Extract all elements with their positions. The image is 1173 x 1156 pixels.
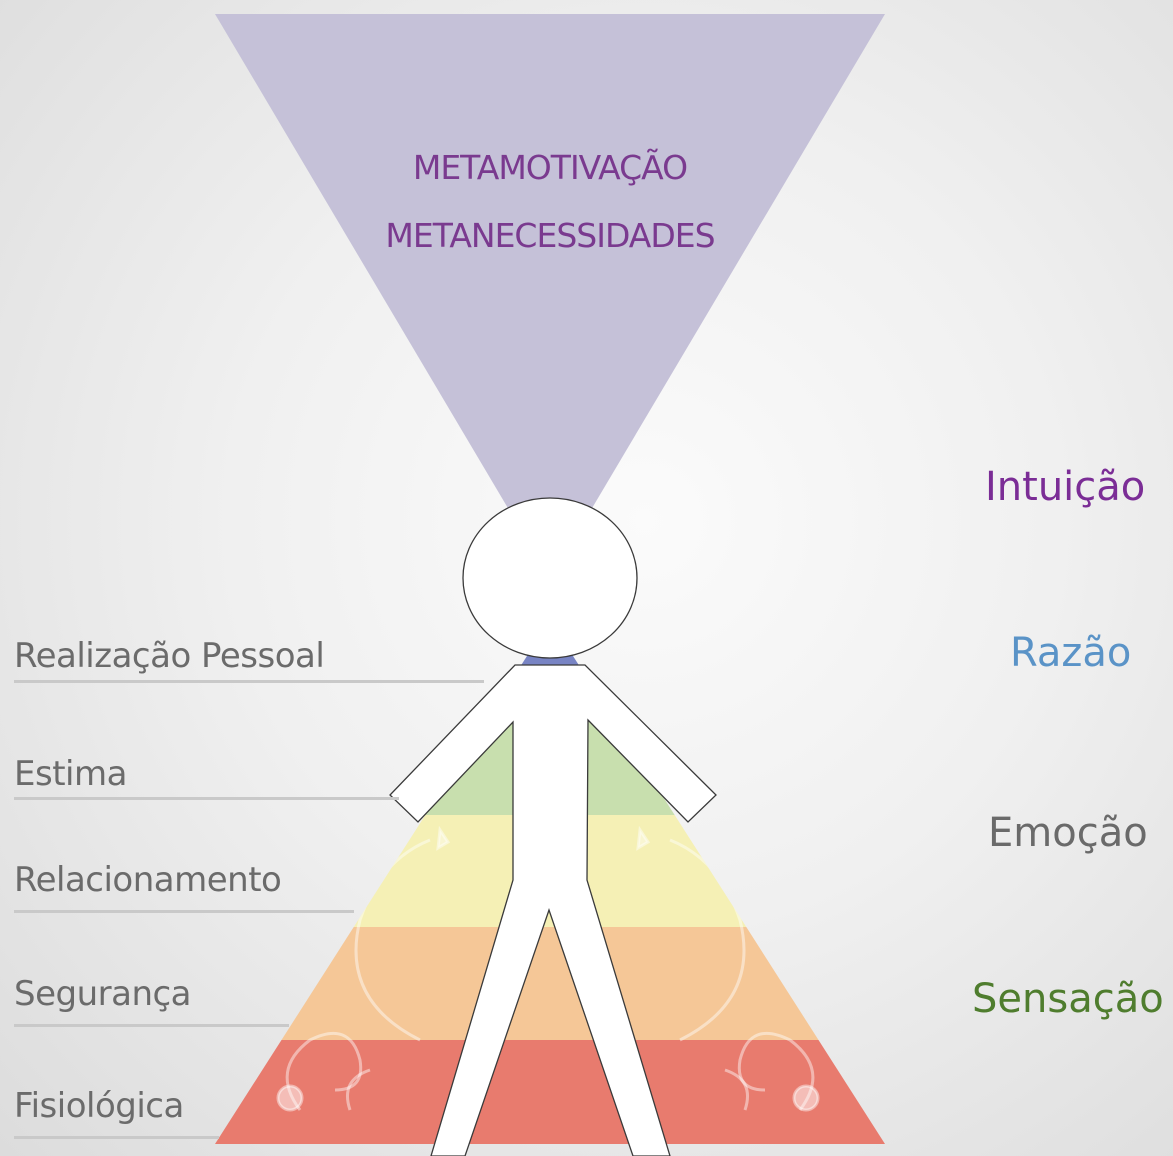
decorative-swirls: [276, 825, 820, 1112]
level-rule-relacionamento: [14, 910, 354, 913]
metamotivation-triangle: [215, 14, 885, 520]
figure-head: [462, 497, 638, 659]
level-label-fisiologica: Fisiológica: [14, 1086, 184, 1126]
level-rule-estima: [14, 797, 399, 800]
level-label-seguranca: Segurança: [14, 974, 192, 1014]
faculty-razao: Razão: [1010, 630, 1132, 676]
faculty-emocao: Emoção: [988, 810, 1148, 856]
figure-body: [389, 664, 717, 1156]
band-fisiologica: [215, 1040, 885, 1144]
stick-figure: [389, 497, 717, 1156]
band-seguranca: [215, 927, 885, 1040]
level-rule-fisiologica: [14, 1136, 219, 1139]
faculty-sensacao: Sensação: [972, 976, 1164, 1022]
level-rule-seguranca: [14, 1024, 289, 1027]
level-label-realizacao: Realização Pessoal: [14, 636, 325, 676]
faculty-intuicao: Intuição: [985, 464, 1146, 510]
level-label-estima: Estima: [14, 754, 127, 794]
meta-line-2: METANECESSIDADES: [385, 216, 715, 255]
level-rule-realizacao: [14, 680, 484, 683]
meta-line-1: METAMOTIVAÇÃO: [412, 148, 688, 187]
level-label-relacionamento: Relacionamento: [14, 860, 282, 900]
